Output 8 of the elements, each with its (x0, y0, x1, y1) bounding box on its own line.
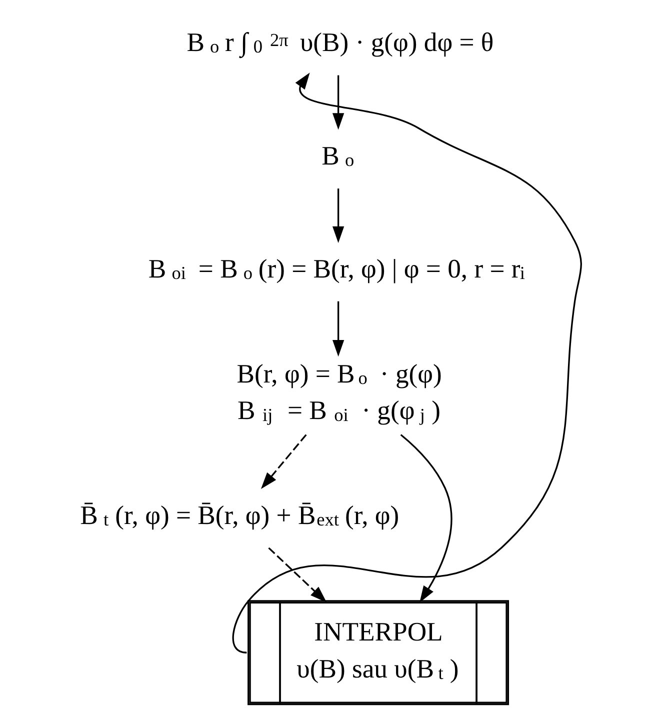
arrow (332, 301, 344, 357)
arrow (332, 75, 344, 130)
arrow (332, 188, 344, 244)
arrow (232, 72, 582, 654)
arrow (260, 434, 306, 489)
node-text: B̄t(r, φ) = B̄(r, φ) + B̄ext(r, φ) (80, 500, 399, 530)
arrow (400, 434, 452, 603)
arrow (268, 547, 326, 602)
